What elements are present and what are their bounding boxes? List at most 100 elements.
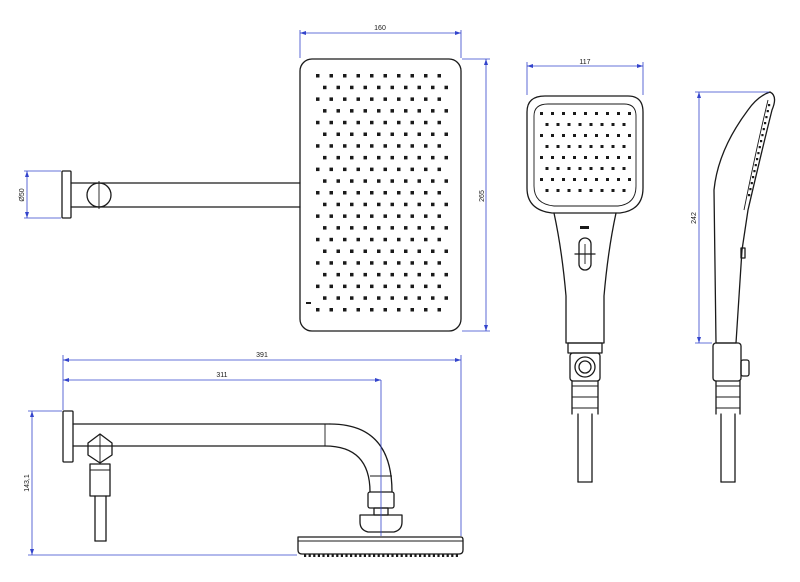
hand-nozzle	[540, 134, 543, 137]
head-nozzle	[370, 120, 374, 125]
hand-nozzle	[628, 112, 631, 115]
hand-nozzle	[589, 145, 593, 148]
head-nozzle	[343, 167, 347, 172]
head-nozzle	[356, 120, 360, 125]
hand-nozzle	[573, 178, 576, 181]
head-nozzle	[370, 97, 374, 101]
head-nozzle	[383, 120, 387, 125]
head-nozzle	[350, 155, 354, 160]
head-nozzle	[424, 167, 428, 172]
head-nozzle	[410, 144, 414, 148]
head-nozzle	[390, 202, 394, 207]
head-nozzle	[336, 226, 340, 230]
head-nozzle	[370, 167, 374, 172]
head-nozzle	[404, 202, 408, 207]
head-nozzle	[404, 85, 408, 90]
head-nozzle	[431, 296, 435, 300]
hand-nozzle	[551, 112, 554, 115]
head-nozzle	[437, 284, 441, 289]
head-nozzle	[316, 167, 320, 172]
side-nozzle	[336, 554, 339, 557]
hand-nozzle	[545, 189, 549, 192]
dim-label-drop-height: 143,1	[24, 474, 31, 492]
head-nozzle	[410, 97, 414, 101]
side-nozzle	[304, 554, 307, 557]
head-nozzle	[383, 144, 387, 148]
head-nozzle	[397, 237, 401, 242]
head-nozzle	[383, 214, 387, 218]
hand-nozzle	[578, 145, 582, 148]
head-nozzle	[356, 97, 360, 101]
head-nozzle	[356, 214, 360, 218]
head-nozzle	[329, 308, 333, 312]
head-nozzle	[424, 74, 428, 78]
head-nozzle	[397, 261, 401, 265]
hand-nozzle	[551, 134, 554, 137]
head-nozzle	[437, 74, 441, 78]
head-nozzle	[431, 155, 435, 160]
hand-nozzle	[606, 178, 609, 181]
head-nozzle	[431, 132, 435, 136]
hand-nozzle	[567, 189, 571, 192]
side-hand-nozzle	[748, 194, 751, 197]
head-nozzle	[410, 191, 414, 195]
head-nozzle	[437, 237, 441, 242]
side-nozzle	[345, 554, 348, 557]
head-nozzle	[329, 237, 333, 242]
dim-hand-length: 242	[691, 91, 769, 344]
dim-label-arm-length: 311	[216, 372, 227, 379]
side-nozzle	[308, 554, 311, 557]
hand-nozzle	[540, 178, 543, 181]
head-nozzle	[383, 191, 387, 195]
side-hand-nozzle	[749, 188, 752, 191]
head-nozzle	[350, 249, 354, 253]
head-nozzle	[323, 296, 327, 300]
hand-nozzle	[556, 167, 560, 170]
head-nozzle	[356, 74, 360, 78]
hand-nozzle	[606, 134, 609, 137]
head-nozzle	[343, 284, 347, 289]
head-nozzle	[316, 214, 320, 218]
side-nozzle	[313, 554, 316, 557]
head-nozzle	[329, 191, 333, 195]
head-nozzle	[363, 179, 367, 183]
head-nozzle	[410, 308, 414, 312]
side-hand-nozzle	[766, 110, 769, 113]
head-nozzle	[316, 97, 320, 101]
head-nozzle	[410, 214, 414, 218]
head-nozzle	[444, 155, 448, 160]
hand-nozzle	[540, 156, 543, 159]
head-nozzle	[437, 261, 441, 265]
side-nozzle	[382, 554, 385, 557]
head-nozzle	[356, 167, 360, 172]
hand-nozzle	[584, 134, 587, 137]
hand-nozzle	[622, 189, 626, 192]
head-nozzle	[390, 272, 394, 277]
head-nozzle	[397, 191, 401, 195]
head-nozzle	[356, 144, 360, 148]
head-nozzle	[323, 109, 327, 113]
head-nozzle	[370, 237, 374, 242]
head-nozzle	[397, 308, 401, 312]
side-nozzle	[428, 554, 431, 557]
hand-nozzle	[578, 167, 582, 170]
head-nozzle	[323, 179, 327, 183]
head-nozzle	[444, 85, 448, 90]
hand-shower-side	[712, 91, 776, 483]
head-nozzle	[390, 155, 394, 160]
head-nozzle	[417, 202, 421, 207]
head-nozzle	[404, 272, 408, 277]
hand-nozzle	[567, 145, 571, 148]
hand-nozzle	[622, 145, 626, 148]
hand-nozzle	[573, 112, 576, 115]
head-nozzle	[343, 191, 347, 195]
hand-shower-front	[526, 95, 644, 483]
head-nozzle	[377, 85, 381, 90]
head-nozzle	[370, 308, 374, 312]
dim-label-hand-width: 117	[579, 59, 590, 66]
hand-nozzle	[589, 189, 593, 192]
head-nozzle	[404, 109, 408, 113]
hand-nozzle	[622, 167, 626, 170]
head-nozzle	[343, 74, 347, 78]
side-view	[62, 410, 464, 557]
